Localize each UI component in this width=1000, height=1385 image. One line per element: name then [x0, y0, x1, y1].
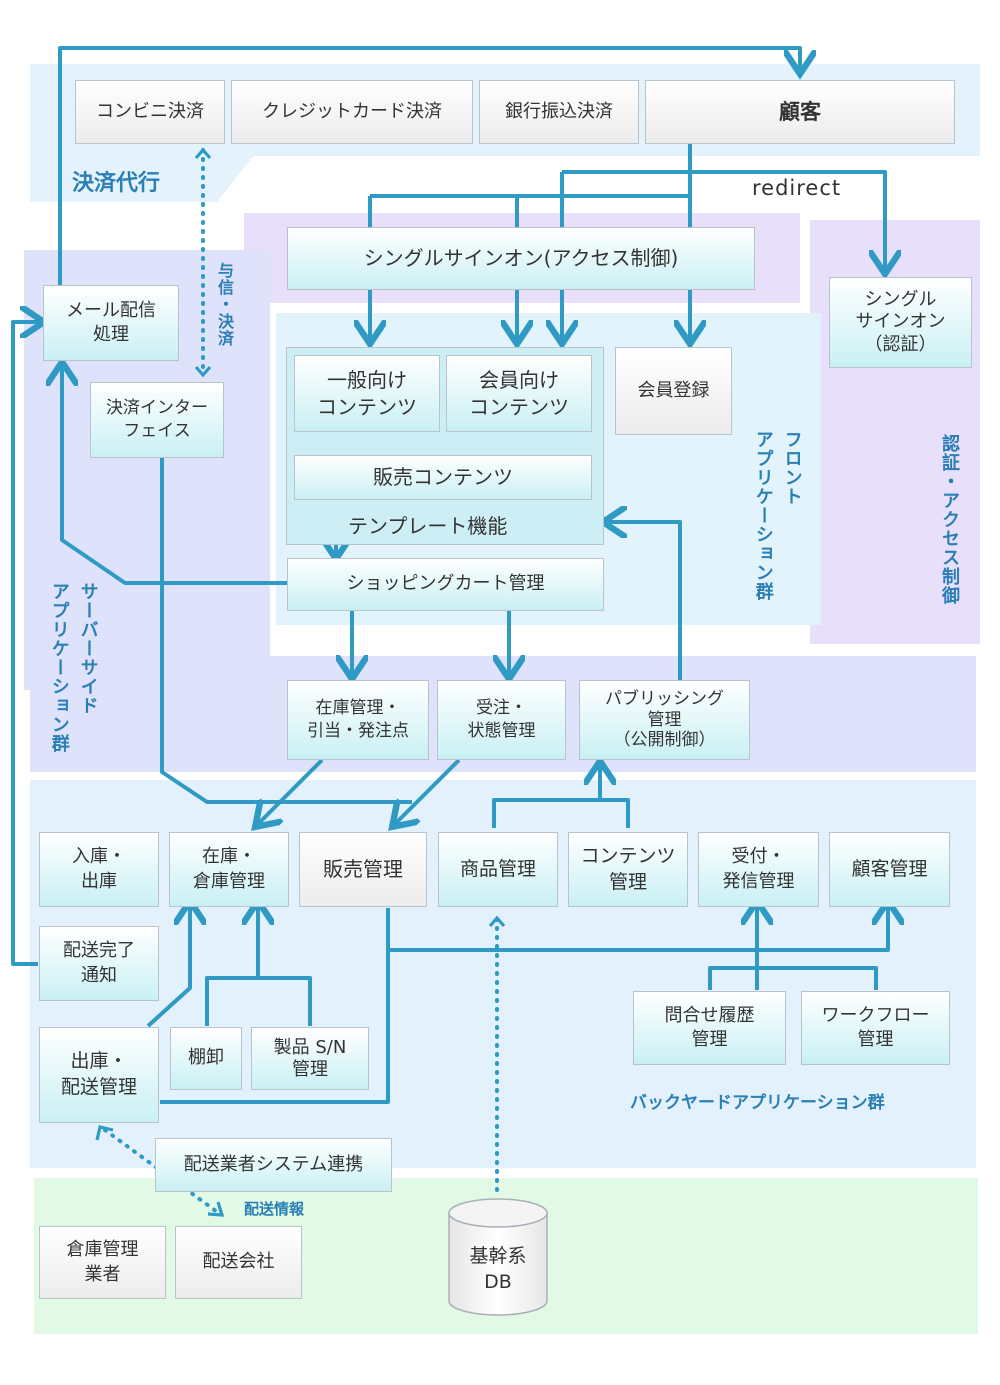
credit-payment-label: 与信・決済	[215, 262, 234, 347]
edge-sales-down	[160, 908, 390, 1104]
member-content-box[interactable]: 会員向け コンテンツ	[446, 355, 592, 432]
member-registration-box[interactable]: 会員登録	[615, 347, 732, 435]
convenience-payment-box[interactable]: コンビニ決済	[75, 80, 225, 144]
sales-management-box[interactable]: 販売管理	[299, 832, 427, 907]
stocktaking-box[interactable]: 棚卸	[170, 1027, 242, 1090]
edge-shipping-stock	[146, 905, 190, 1028]
redirect-label: redirect	[752, 176, 842, 200]
arrowhead-payment-top	[194, 147, 212, 160]
edge-cart-mail	[62, 366, 287, 585]
product-management-box[interactable]: 商品管理	[438, 832, 558, 907]
inventory-allocation-box[interactable]: 在庫管理・ 引当・発注点	[287, 680, 429, 760]
delivery-done-box[interactable]: 配送完了 通知	[39, 926, 159, 1001]
auth-group-label: 認証・アクセス制御	[939, 434, 960, 605]
carrier-integration-box[interactable]: 配送業者システム連携	[155, 1138, 392, 1192]
template-function-label: テンプレート機能	[348, 514, 508, 538]
arrowhead-carrier-bottom	[207, 1201, 225, 1217]
inquiry-history-box[interactable]: 問合せ履歴 管理	[633, 991, 786, 1065]
reception-management-box[interactable]: 受付・ 発信管理	[698, 832, 819, 907]
delivery-info-label: 配送情報	[244, 1200, 305, 1218]
edge-inquiry-workflow	[708, 966, 878, 990]
sales-content-box[interactable]: 販売コンテンツ	[294, 455, 592, 500]
server-group-label: サーバーサイド アプリケーション群	[48, 582, 99, 753]
warehouse-vendor-box[interactable]: 倉庫管理 業者	[39, 1226, 166, 1299]
edge-delivery-done-mail	[11, 322, 40, 966]
edge-mail-to-customer	[58, 46, 800, 285]
arrowhead-payment-bottom	[194, 365, 212, 378]
arrowhead-carrier-top	[95, 1125, 114, 1141]
database-icon[interactable]	[447, 1197, 549, 1319]
credit-card-payment-box[interactable]: クレジットカード決済	[231, 80, 473, 144]
customer-box[interactable]: 顧客	[645, 80, 955, 144]
general-content-box[interactable]: 一般向け コンテンツ	[294, 355, 440, 432]
bank-transfer-payment-box[interactable]: 銀行振込決済	[479, 80, 639, 144]
sso-auth-box[interactable]: シングル サインオン （認証）	[829, 277, 972, 368]
payment-interface-box[interactable]: 決済インター フェイス	[90, 382, 224, 458]
edge-publishing-template	[607, 522, 682, 680]
serial-number-box[interactable]: 製品 S/N 管理	[251, 1027, 369, 1090]
carrier-company-box[interactable]: 配送会社	[175, 1226, 302, 1299]
customer-management-box[interactable]: 顧客管理	[829, 832, 950, 907]
stock-warehouse-box[interactable]: 在庫・ 倉庫管理	[169, 832, 289, 907]
payment-group-label: 決済代行	[72, 171, 161, 196]
publishing-box[interactable]: パブリッシング 管理 （公開制御）	[579, 680, 750, 760]
payment-zone-tab	[30, 150, 258, 202]
edge-order-sales	[395, 758, 461, 824]
front-group-label: フロント アプリケーション群	[752, 430, 803, 601]
edge-stock-tree	[205, 976, 312, 1026]
shopping-cart-box[interactable]: ショッピングカート管理	[287, 558, 604, 611]
shipping-management-box[interactable]: 出庫・ 配送管理	[39, 1027, 159, 1123]
workflow-box[interactable]: ワークフロー 管理	[801, 991, 950, 1065]
edge-product-publishing	[492, 798, 630, 828]
content-management-box[interactable]: コンテンツ 管理	[568, 832, 688, 907]
sso-access-control-box[interactable]: シングルサインオン(アクセス制御)	[287, 227, 755, 290]
edge-sales-right	[388, 905, 888, 952]
arrowhead-db	[488, 915, 506, 928]
edge-inventory-stock	[258, 758, 324, 824]
database-label: 基幹系 DB	[469, 1245, 527, 1293]
mail-delivery-box[interactable]: メール配信 処理	[43, 285, 179, 361]
order-status-box[interactable]: 受注・ 状態管理	[437, 680, 566, 760]
in-out-box[interactable]: 入庫・ 出庫	[39, 832, 159, 907]
backyard-group-label: バックヤードアプリケーション群	[630, 1093, 885, 1113]
edge-payment-if-sales	[160, 458, 412, 804]
edge-redirect	[690, 170, 885, 270]
